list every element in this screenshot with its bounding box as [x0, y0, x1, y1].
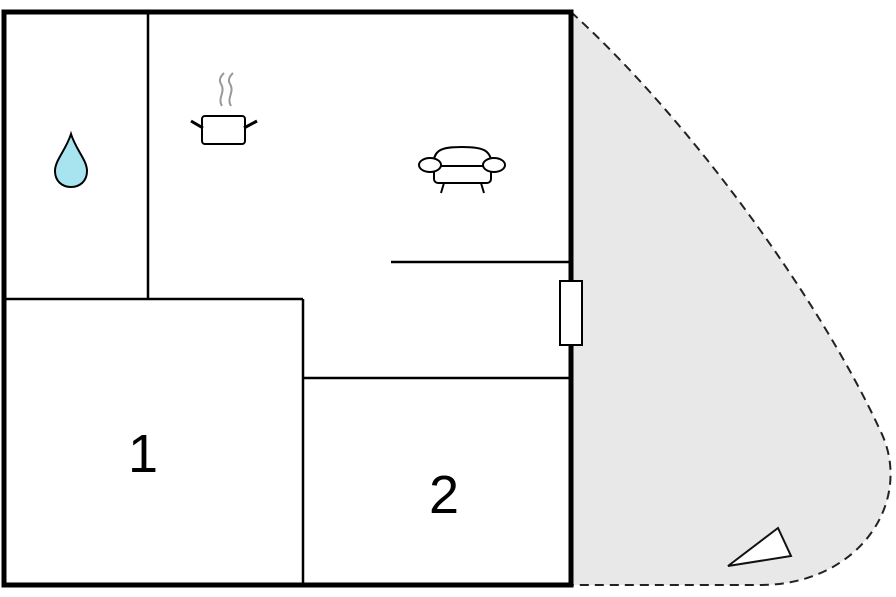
- interior-walls: [4, 12, 571, 585]
- room-label-2: 2: [429, 465, 459, 525]
- terrace-area: [570, 9, 892, 586]
- sofa-icon: [418, 145, 506, 194]
- room-label-1: 1: [128, 424, 158, 484]
- cooking-pot-icon: [190, 72, 258, 145]
- compass-arrow-icon: [727, 526, 793, 567]
- door-right-wall: [559, 280, 583, 346]
- water-drop-icon: [53, 130, 89, 189]
